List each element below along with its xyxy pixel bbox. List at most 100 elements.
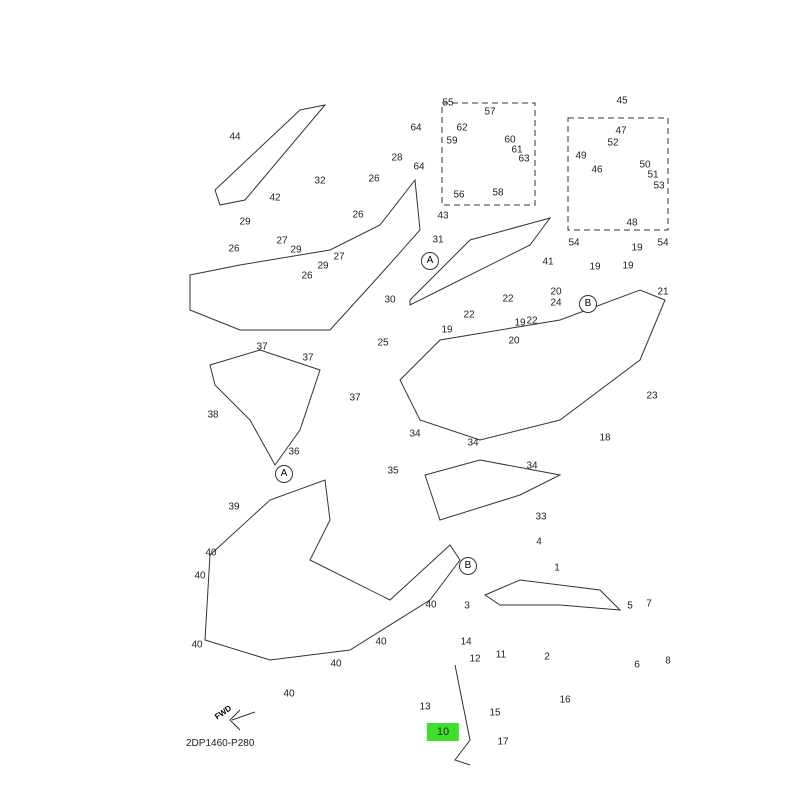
callout-label: 38 (207, 409, 219, 421)
callout-label: 34 (467, 437, 479, 449)
callout-label: 26 (368, 173, 380, 185)
callout-label: 54 (568, 237, 580, 249)
callout-label: 24 (550, 297, 562, 309)
callout-label: 36 (288, 446, 300, 458)
callout-label: 20 (550, 286, 562, 298)
highlighted-callout-10[interactable]: 10 (426, 723, 460, 741)
part-39-panel (204, 479, 461, 661)
callout-label: 8 (665, 655, 671, 667)
callout-label: 19 (622, 260, 634, 272)
callout-label: 13 (419, 701, 431, 713)
callout-label: 30 (384, 294, 396, 306)
callout-label: 4 (536, 536, 542, 548)
callout-label: 19 (631, 242, 643, 254)
ref-marker-a: A (275, 465, 293, 483)
callout-label: 7 (646, 598, 652, 610)
callout-label: 6 (634, 659, 640, 671)
ref-marker-a: A (421, 252, 439, 270)
callout-label: 39 (228, 501, 240, 513)
callout-label: 48 (626, 217, 638, 229)
group-55-box (441, 102, 536, 206)
callout-label: 21 (657, 286, 669, 298)
callout-label: 19 (589, 261, 601, 273)
callout-label: 43 (437, 210, 449, 222)
callout-label: 11 (495, 649, 507, 661)
callout-label: 3 (464, 600, 470, 612)
callout-label: 37 (302, 352, 314, 364)
callout-label: 34 (526, 460, 538, 472)
callout-label: 41 (542, 256, 554, 268)
callout-label: 35 (387, 465, 399, 477)
callout-label: 20 (508, 335, 520, 347)
callout-label: 26 (228, 243, 240, 255)
callout-label: 27 (333, 251, 345, 263)
callout-label: 63 (518, 153, 530, 165)
callout-label: 61 (511, 144, 523, 156)
callout-label: 52 (607, 137, 619, 149)
callout-label: 58 (492, 187, 504, 199)
callout-label: 12 (469, 653, 481, 665)
callout-label: 2 (544, 651, 550, 663)
callout-label: 26 (352, 209, 364, 221)
callout-label: 16 (559, 694, 571, 706)
callout-label: 55 (442, 97, 454, 109)
callout-label: 23 (646, 390, 658, 402)
callout-label: 17 (497, 736, 509, 748)
callout-label: 1 (554, 562, 560, 574)
part-36-panel (209, 349, 321, 466)
callout-label: 57 (484, 106, 496, 118)
callout-label: 15 (489, 707, 501, 719)
part-43-cover (409, 217, 552, 306)
ref-marker-b: B (459, 557, 477, 575)
callout-label: 31 (432, 234, 444, 246)
callout-label: 60 (504, 134, 516, 146)
callout-label: 46 (591, 164, 603, 176)
callout-label: 26 (301, 270, 313, 282)
callout-label: 45 (616, 95, 628, 107)
callout-label: 50 (639, 159, 651, 171)
callout-label: 25 (377, 337, 389, 349)
callout-label: 18 (599, 432, 611, 444)
callout-label: 40 (194, 570, 206, 582)
ref-marker-b: B (579, 295, 597, 313)
callout-label: 37 (349, 392, 361, 404)
callout-label: 29 (317, 260, 329, 272)
callout-label: 19 (514, 317, 526, 329)
part-25-panel (189, 178, 421, 331)
callout-label: 37 (256, 341, 268, 353)
callout-label: 40 (191, 639, 203, 651)
callout-label: 29 (290, 244, 302, 256)
callout-label: 14 (460, 636, 472, 648)
callout-label: 51 (647, 169, 659, 181)
callout-label: 56 (453, 189, 465, 201)
part-10-sidestand (454, 664, 471, 766)
callout-label: 40 (205, 547, 217, 559)
callout-label: 34 (409, 428, 421, 440)
callout-label: 32 (314, 175, 326, 187)
callout-label: 40 (425, 599, 437, 611)
part-1-stand (483, 579, 622, 611)
callout-label: 28 (391, 152, 403, 164)
fwd-arrow-icon (229, 709, 256, 731)
callout-label: 62 (456, 122, 468, 134)
callout-label: 64 (410, 122, 422, 134)
callout-label: 19 (441, 324, 453, 336)
callout-label: 47 (615, 125, 627, 137)
callout-label: 27 (276, 235, 288, 247)
callout-label: 33 (535, 511, 547, 523)
callout-label: 49 (575, 150, 587, 162)
group-45-box (567, 117, 669, 231)
callout-label: 22 (526, 315, 538, 327)
callout-label: 64 (413, 161, 425, 173)
part-33-cover (424, 459, 562, 521)
callout-label: 44 (229, 131, 241, 143)
callout-label: 40 (330, 658, 342, 670)
callout-label: 22 (463, 309, 475, 321)
callout-label: 42 (269, 192, 281, 204)
callout-label: 40 (283, 688, 295, 700)
diagram-code: 2DP1460-P280 (186, 738, 255, 749)
callout-label: 54 (657, 237, 669, 249)
callout-label: 29 (239, 216, 251, 228)
